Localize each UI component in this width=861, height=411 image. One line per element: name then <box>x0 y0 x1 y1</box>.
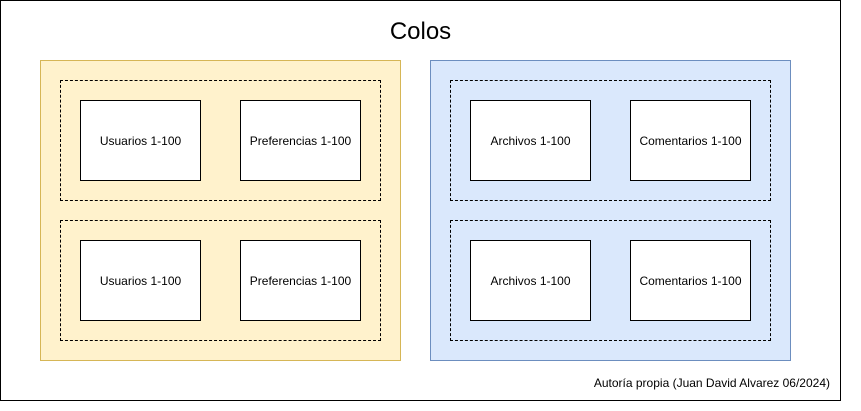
diagram-title: Colos <box>389 18 452 45</box>
credit-caption: Autoría propia (Juan David Alvarez 06/20… <box>593 376 830 390</box>
table-box-comentarios: Comentarios 1-100 <box>630 240 751 321</box>
table-box-archivos: Archivos 1-100 <box>470 240 591 321</box>
table-box-archivos: Archivos 1-100 <box>470 100 591 181</box>
shard-container: Archivos 1-100 Comentarios 1-100 <box>450 80 771 201</box>
shard-container: Usuarios 1-100 Preferencias 1-100 <box>60 80 381 201</box>
shard-container: Archivos 1-100 Comentarios 1-100 <box>450 220 771 341</box>
shard-container: Usuarios 1-100 Preferencias 1-100 <box>60 220 381 341</box>
colo-group-right: Archivos 1-100 Comentarios 1-100 Archivo… <box>430 60 791 361</box>
table-box-preferencias: Preferencias 1-100 <box>240 100 361 181</box>
table-box-usuarios: Usuarios 1-100 <box>80 240 201 321</box>
table-box-preferencias: Preferencias 1-100 <box>240 240 361 321</box>
colo-group-left: Usuarios 1-100 Preferencias 1-100 Usuari… <box>40 60 401 361</box>
table-box-comentarios: Comentarios 1-100 <box>630 100 751 181</box>
table-box-usuarios: Usuarios 1-100 <box>80 100 201 181</box>
